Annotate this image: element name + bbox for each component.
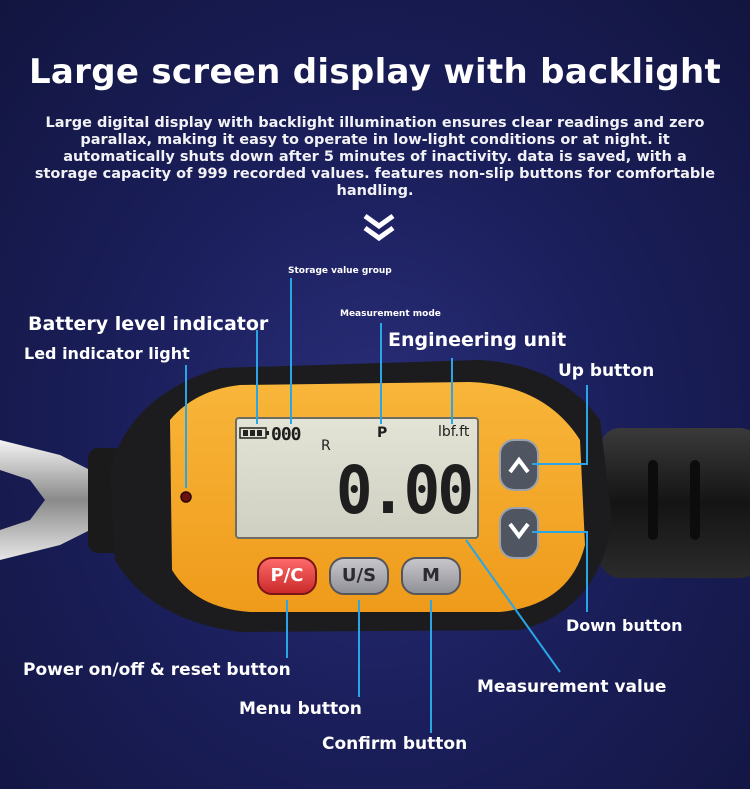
unit-switch-button[interactable]: U/S [341,565,377,586]
label-confirm-button: Confirm button [322,734,468,754]
label-storage-value-group: Storage value group [288,266,392,276]
double-chevron-down-icon [363,213,395,242]
label-power-reset-button: Power on/off & reset button [23,660,291,680]
up-button[interactable] [500,440,538,490]
description: Large digital display with backlight ill… [34,115,716,199]
lcd-mode-p: P [377,425,388,441]
label-led-indicator-light: Led indicator light [24,344,190,363]
lcd-unit: lbf.ft [438,424,470,440]
label-down-button: Down button [566,616,683,635]
label-engineering-unit: Engineering unit [388,329,567,351]
label-measurement-value: Measurement value [477,677,667,697]
label-menu-button: Menu button [239,699,362,719]
mode-button[interactable]: M [422,565,440,586]
down-button[interactable] [500,508,538,558]
headline: Large screen display with backlight [28,52,722,92]
power-reset-button[interactable]: P/C [270,565,304,586]
battery-icon [239,427,269,439]
label-battery-level-indicator: Battery level indicator [28,313,269,335]
lcd-storage-group: 000 [271,424,301,445]
lcd-mode-r: R [321,438,331,454]
lcd-reading: 0.00 [336,452,474,529]
label-up-button: Up button [558,361,655,381]
label-measurement-mode: Measurement mode [340,309,441,319]
